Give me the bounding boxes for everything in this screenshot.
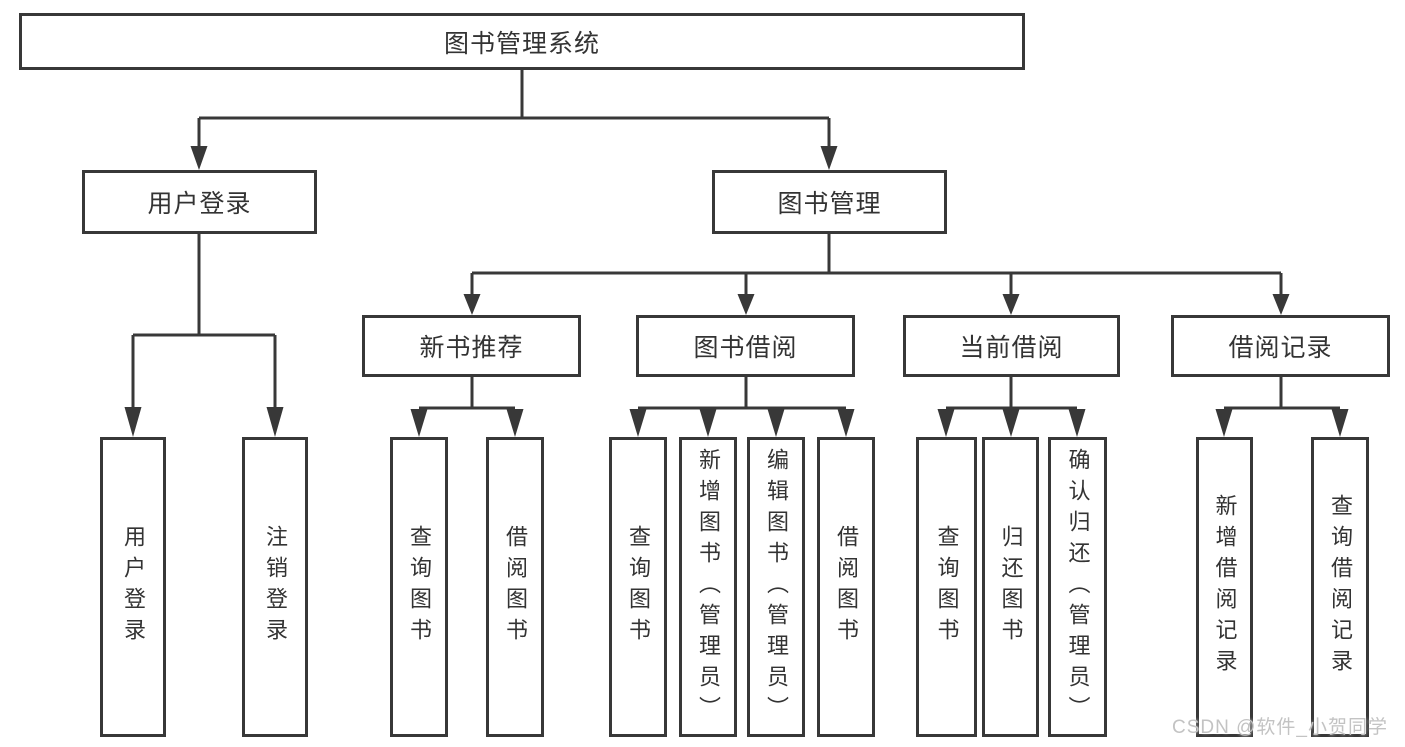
node-borrow-books-leaf: 借阅图书: [817, 437, 875, 737]
node-user-login: 用户登录: [82, 170, 317, 234]
arrowhead-icon: [124, 407, 284, 437]
connector-book-management-split: [463, 234, 1290, 315]
connector-line: [470, 234, 1283, 296]
node-book-borrowing: 图书借阅: [636, 315, 855, 377]
connector-line: [946, 377, 1077, 410]
arrowhead-icon: [410, 409, 524, 437]
connector-borrow-records-split: [1215, 377, 1349, 437]
node-query-borrow-record: 查询借阅记录: [1311, 437, 1369, 737]
connector-line: [1224, 377, 1340, 410]
node-return-books: 归还图书: [982, 437, 1039, 737]
connector-current-borrow-split: [937, 377, 1086, 437]
node-add-borrow-record: 新增借阅记录: [1196, 437, 1253, 737]
node-query-books-recommend: 查询图书: [390, 437, 448, 737]
node-logout: 注销登录: [242, 437, 308, 737]
connector-book-borrow-split: [629, 377, 855, 437]
node-edit-book-admin: 编辑图书（管理员）: [747, 437, 805, 737]
node-query-books-borrow: 查询图书: [609, 437, 667, 737]
watermark: CSDN @软件_小贺同学: [1172, 717, 1388, 738]
arrowhead-icon: [190, 146, 838, 170]
connector-line: [197, 70, 831, 148]
arrowhead-icon: [629, 409, 855, 437]
node-confirm-return-admin: 确认归还（管理员）: [1048, 437, 1107, 737]
connector-user-login-split: [124, 234, 284, 437]
node-user-login-leaf: 用户登录: [100, 437, 166, 737]
node-add-book-admin: 新增图书（管理员）: [679, 437, 737, 737]
arrowhead-icon: [463, 294, 1290, 315]
connector-line: [638, 377, 846, 410]
connector-line: [419, 377, 515, 410]
node-current-borrowing: 当前借阅: [903, 315, 1120, 377]
node-borrowing-records: 借阅记录: [1171, 315, 1390, 377]
node-borrow-books-recommend: 借阅图书: [486, 437, 544, 737]
arrowhead-icon: [1215, 409, 1349, 437]
connector-root-to-level2: [190, 70, 838, 170]
node-library-system: 图书管理系统: [19, 13, 1025, 70]
node-book-management: 图书管理: [712, 170, 947, 234]
connector-new-book-split: [410, 377, 524, 437]
node-query-books-current: 查询图书: [916, 437, 977, 737]
arrowhead-icon: [937, 409, 1086, 437]
connector-line: [131, 234, 277, 409]
node-new-book-recommend: 新书推荐: [362, 315, 581, 377]
